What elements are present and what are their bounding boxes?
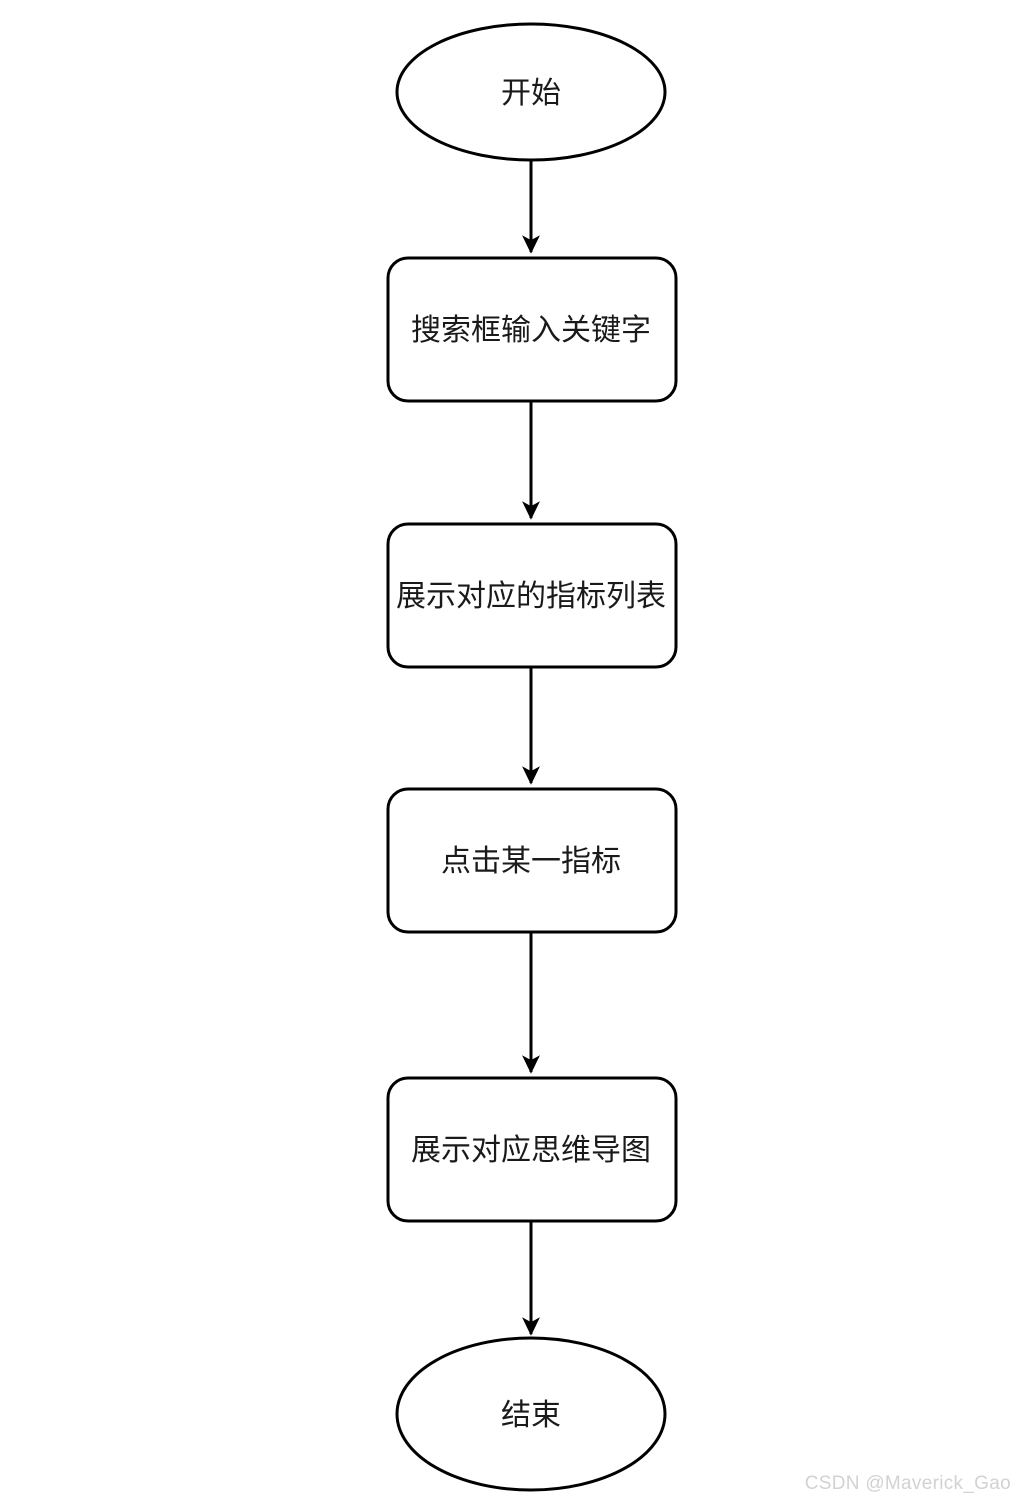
- end-ellipse-shape: [395, 1336, 667, 1492]
- step3-node-label: 点击某一指标: [441, 845, 621, 878]
- start-ellipse-shape: [395, 22, 667, 162]
- node-end[interactable]: 结束: [395, 1336, 667, 1492]
- step3-rect-shape: [386, 787, 678, 934]
- step4-node-label: 展示对应思维导图: [411, 1134, 651, 1167]
- step2-rect-shape: [386, 522, 678, 669]
- node-start[interactable]: 开始: [395, 22, 667, 162]
- start-node-label: 开始: [501, 77, 561, 110]
- end-node-label: 结束: [501, 1399, 561, 1432]
- step2-node-label: 展示对应的指标列表: [396, 580, 666, 613]
- node-step1[interactable]: 搜索框输入关键字: [386, 256, 678, 403]
- step1-node-label: 搜索框输入关键字: [411, 314, 651, 347]
- step4-rect-shape: [386, 1076, 678, 1223]
- step1-rect-shape: [386, 256, 678, 403]
- node-step2[interactable]: 展示对应的指标列表: [386, 522, 678, 669]
- node-step4[interactable]: 展示对应思维导图: [386, 1076, 678, 1223]
- watermark-label: CSDN @Maverick_Gao: [804, 1473, 1011, 1494]
- node-step3[interactable]: 点击某一指标: [386, 787, 678, 934]
